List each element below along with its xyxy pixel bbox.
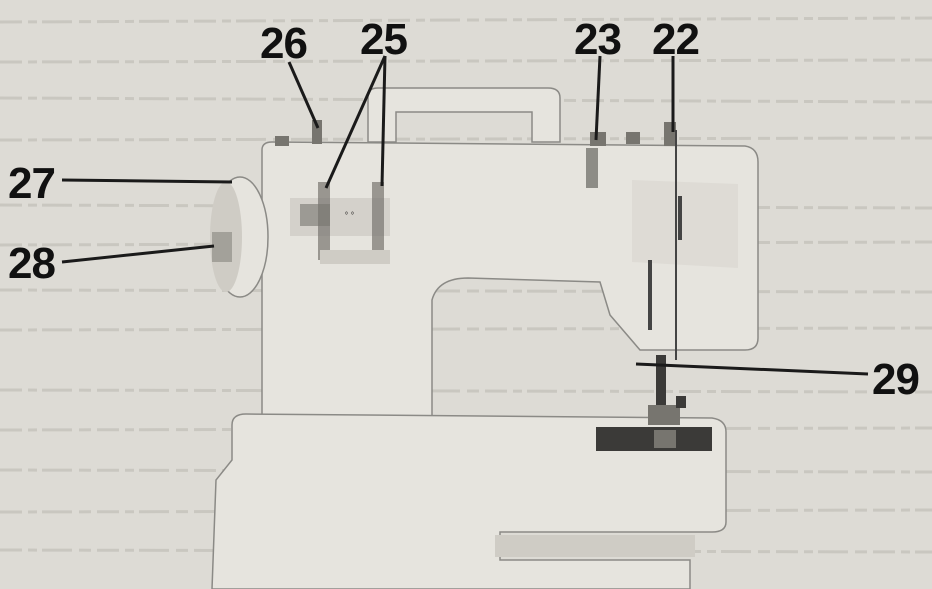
- thread-path: [648, 130, 682, 360]
- leader-28: [61, 244, 215, 264]
- handwheel: [210, 176, 269, 298]
- leader-27: [61, 178, 233, 184]
- thread-guide-assembly: ﾟﾟ: [290, 182, 390, 264]
- presser-foot-assembly: [648, 355, 686, 425]
- callout-29: 29: [872, 355, 919, 404]
- callout-22: 22: [652, 15, 699, 64]
- callout-23: 23: [574, 15, 621, 64]
- needle-head-panel: [632, 180, 738, 268]
- callout-26: 26: [260, 19, 307, 68]
- leader-lines: [61, 55, 869, 376]
- leader-25a: [324, 55, 387, 189]
- top-controls: [275, 120, 676, 146]
- carry-handle: [367, 87, 561, 143]
- leader-26: [287, 61, 320, 129]
- callout-28: 28: [8, 239, 55, 288]
- leader-25b: [380, 55, 387, 187]
- svg-text:ﾟﾟ: ﾟﾟ: [345, 211, 357, 225]
- leader-23: [594, 55, 602, 141]
- free-arm-slot: [495, 535, 695, 557]
- leader-29: [635, 362, 869, 376]
- take-up-lever: [586, 148, 598, 188]
- callout-27: 27: [8, 159, 55, 208]
- feed-dog: [654, 430, 676, 448]
- background-texture: [0, 16, 932, 554]
- callout-25: 25: [360, 15, 407, 64]
